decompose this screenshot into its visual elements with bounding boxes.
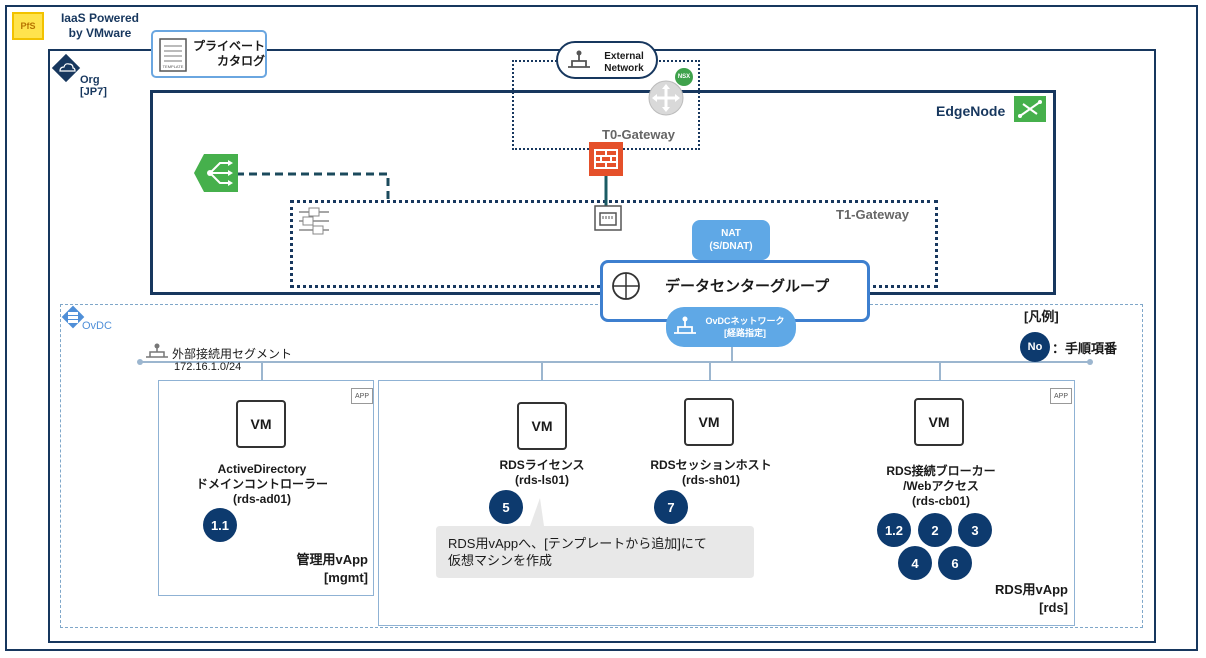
org-label-line1: Org — [80, 74, 100, 86]
vapp-mgmt-title: 管理用vApp [mgmt] — [250, 551, 368, 587]
vm-name-rds-sh01: RDSセッションホスト (rds-sh01) — [636, 458, 786, 488]
step-badge: 5 — [489, 490, 523, 524]
vm-name-line2: (rds-sh01) — [681, 473, 740, 487]
org-label: Org [JP7] — [80, 74, 107, 98]
crosshair-icon — [612, 272, 640, 300]
vm-name-rds-ls01: RDSライセンス (rds-ls01) — [472, 458, 612, 488]
vm-icon[interactable]: VM — [236, 400, 286, 448]
callout-bubble — [436, 498, 754, 578]
vm-name-line1: RDSライセンス — [499, 458, 585, 472]
step-badge: 4 — [898, 546, 932, 580]
external-segment-label: 外部接続用セグメント — [172, 347, 293, 361]
vm-name-line3: (rds-cb01) — [911, 494, 970, 508]
app-tag-icon: APP — [351, 388, 373, 404]
nat-box[interactable]: NAT (S/DNAT) — [692, 220, 770, 260]
datacenter-group-label: データセンターグループ — [665, 278, 830, 295]
step-badge: 1.2 — [877, 513, 911, 547]
legend-badge: No — [1020, 332, 1050, 362]
load-balancer-icon — [299, 207, 329, 235]
callout-text-line1: RDS用vAppへ、[テンプレートから追加]にて — [448, 536, 707, 551]
external-network[interactable]: External Network — [556, 41, 658, 79]
datacenter-group[interactable]: データセンターグループ — [600, 260, 870, 322]
external-network-label-line2: Network — [604, 63, 644, 74]
vm-name-line1: RDS接続ブローカー — [886, 464, 996, 478]
gateway-port-icon — [594, 205, 622, 231]
callout-text: RDS用vAppへ、[テンプレートから追加]にて 仮想マシンを作成 — [448, 535, 748, 569]
ovdc-icon — [61, 305, 85, 329]
t1-gateway-label: T1-Gateway — [836, 207, 909, 222]
t0-gateway-label: T0-Gateway — [602, 127, 675, 142]
legend-title: [凡例] — [1024, 309, 1059, 324]
vm-name-rds-cb01: RDS接続ブローカー /Webアクセス (rds-cb01) — [866, 464, 1016, 509]
vm-icon[interactable]: VM — [517, 402, 567, 450]
nat-label-line2: (S/DNAT) — [709, 241, 753, 252]
product-title-line1: IaaS Powered — [60, 11, 140, 25]
legend-text: ：手順項番 — [1052, 341, 1118, 356]
step-badge: 6 — [938, 546, 972, 580]
ovdc-network-label-line2: [経路指定] — [724, 328, 766, 338]
vm-name-line1: RDSセッションホスト — [650, 458, 772, 472]
external-network-label: External Network — [594, 51, 654, 75]
vapp-rds-title-line2: [rds] — [1039, 600, 1068, 615]
vm-name-line2: (rds-ls01) — [514, 473, 570, 487]
edge-node-label: EdgeNode — [936, 103, 1006, 119]
network-switch-icon — [568, 50, 590, 68]
catalog-label: プライベート カタログ — [191, 39, 265, 69]
vm-icon[interactable]: VM — [914, 398, 964, 446]
ovdc-label: OvDC — [82, 320, 112, 332]
routing-icon — [194, 154, 238, 192]
network-switch-icon — [146, 343, 168, 358]
catalog-label-line2: カタログ — [216, 54, 265, 68]
vapp-rds-title: RDS用vApp [rds] — [950, 581, 1068, 617]
vm-name-line2: ドメインコントローラー — [195, 477, 328, 491]
nsx-badge: NSX — [675, 68, 693, 86]
step-badge: 3 — [958, 513, 992, 547]
vapp-mgmt-title-line1: 管理用vApp — [296, 552, 368, 567]
external-segment-cidr: 172.16.1.0/24 — [174, 361, 242, 373]
org-label-line2: [JP7] — [80, 86, 107, 98]
vm-name-line3: (rds-ad01) — [232, 492, 291, 506]
step-badge: 2 — [918, 513, 952, 547]
ovdc-network[interactable]: OvDCネットワーク [経路指定] — [666, 307, 796, 347]
pfs-logo: PfS — [12, 12, 44, 40]
private-catalog[interactable]: TEMPLATE プライベート カタログ — [151, 30, 267, 78]
router-icon — [648, 80, 684, 116]
vapp-rds-title-line1: RDS用vApp — [995, 582, 1068, 597]
nat-label-line1: NAT — [721, 228, 741, 239]
outer-frame — [5, 5, 1198, 651]
vm-name-line1: ActiveDirectory — [217, 462, 307, 476]
catalog-label-line1: プライベート — [192, 39, 265, 53]
vm-icon[interactable]: VM — [684, 398, 734, 446]
template-icon-caption: TEMPLATE — [163, 64, 184, 69]
network-switch-icon — [674, 316, 696, 334]
vm-name-line2: /Webアクセス — [903, 479, 979, 493]
ovdc-network-label: OvDCネットワーク [経路指定] — [696, 315, 794, 339]
app-tag-icon: APP — [1050, 388, 1072, 404]
org-cloud-icon — [51, 53, 81, 83]
step-badge: 1.1 — [203, 508, 237, 542]
template-icon: TEMPLATE — [159, 38, 187, 72]
callout-text-line2: 仮想マシンを作成 — [448, 553, 553, 568]
product-title-line2: by VMware — [68, 26, 132, 40]
product-title: IaaS Powered by VMware — [50, 11, 150, 41]
step-badge: 7 — [654, 490, 688, 524]
vapp-mgmt-title-line2: [mgmt] — [323, 570, 368, 585]
firewall-icon — [589, 142, 623, 176]
vm-name-rds-ad01: ActiveDirectory ドメインコントローラー (rds-ad01) — [180, 462, 344, 507]
ovdc-network-label-line1: OvDCネットワーク — [705, 316, 785, 326]
external-network-label-line1: External — [604, 51, 644, 62]
edge-node-icon — [1014, 96, 1046, 122]
